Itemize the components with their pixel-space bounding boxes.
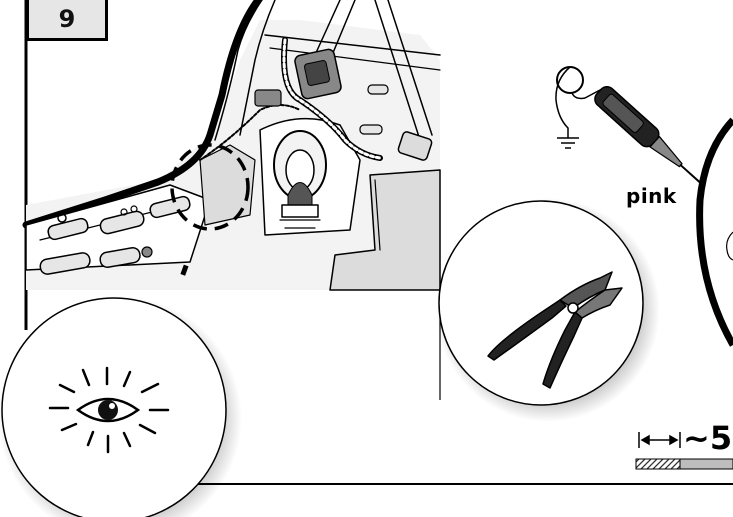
double-arrow-icon bbox=[639, 432, 680, 448]
pliers-tool-circle bbox=[436, 198, 660, 422]
strip-length-label: ~5 bbox=[683, 419, 732, 457]
stripped-wire-icon bbox=[636, 459, 733, 469]
car-interior-scene bbox=[26, 0, 440, 290]
wire-color-label: pink bbox=[626, 184, 677, 208]
ground-symbol-icon bbox=[557, 128, 579, 148]
eye-inspect-circle bbox=[0, 296, 242, 517]
step-number: 9 bbox=[26, 0, 108, 41]
ring-outline bbox=[700, 120, 733, 345]
test-lamp-probe-icon bbox=[556, 67, 707, 190]
